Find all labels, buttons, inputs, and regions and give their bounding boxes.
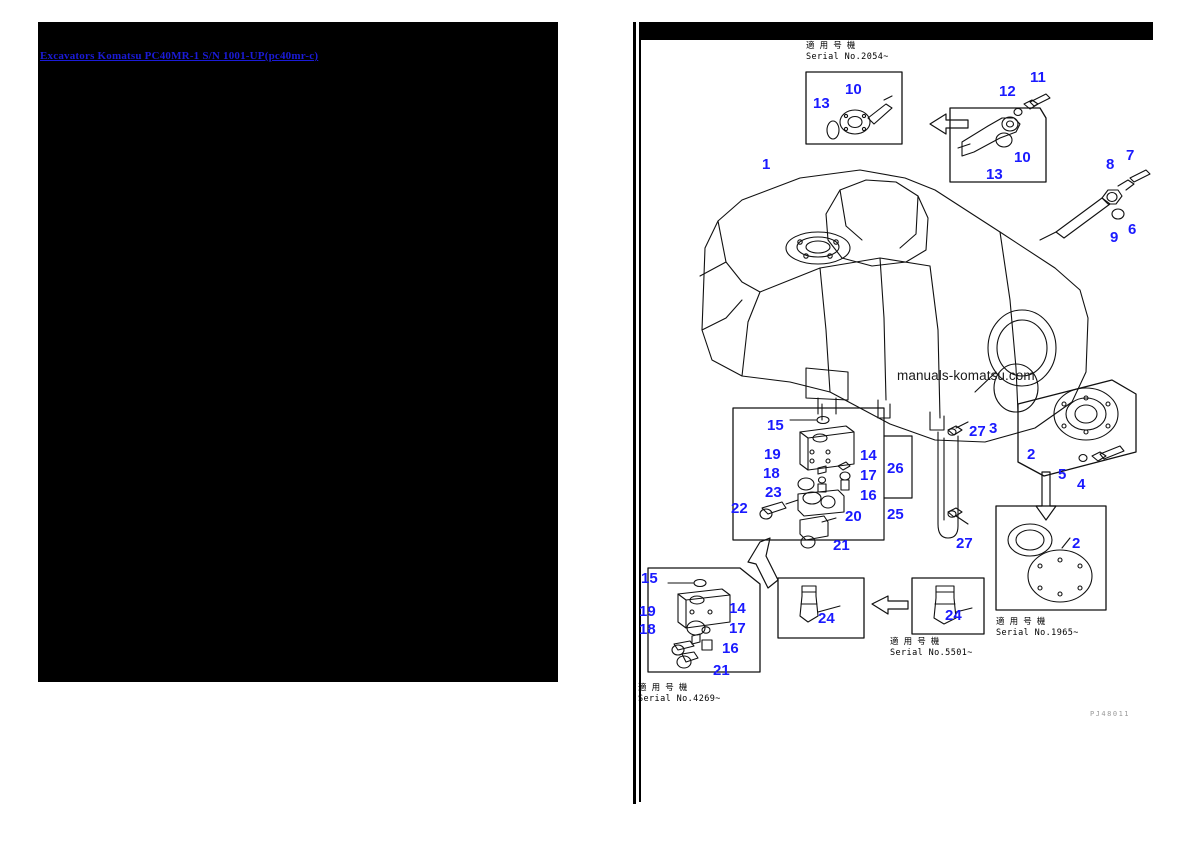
- callout-27-bottom: 27: [956, 535, 973, 552]
- serial-note-jp-5501: 適 用 号 機: [890, 637, 941, 647]
- callout-1: 1: [762, 156, 771, 173]
- callout-4: 4: [1077, 476, 1086, 493]
- callout-24-left: 24: [818, 610, 835, 627]
- callout-20: 20: [845, 508, 862, 525]
- callout-18-center: 18: [763, 465, 780, 482]
- serial-note-jp-4269: 適 用 号 機: [638, 683, 689, 693]
- watermark: manuals-komatsu.com: [897, 368, 1035, 383]
- serial-note-1965: Serial No.1965~: [996, 628, 1079, 638]
- callout-14-inset: 14: [729, 600, 746, 617]
- callout-19-inset: 19: [639, 603, 656, 620]
- serial-note-4269: Serial No.4269~: [638, 694, 721, 704]
- callout-7: 7: [1126, 147, 1135, 164]
- callout-15-center: 15: [767, 417, 784, 434]
- callout-14-center: 14: [860, 447, 877, 464]
- serial-note-5501: Serial No.5501~: [890, 648, 973, 658]
- callout-16-center: 16: [860, 487, 877, 504]
- frame-left-rule: [633, 22, 636, 804]
- callout-10-machine: 10: [1014, 149, 1031, 166]
- callout-19-center: 19: [764, 446, 781, 463]
- callout-10-inset: 10: [845, 81, 862, 98]
- left-black-panel: [38, 22, 558, 682]
- callout-13-machine: 13: [986, 166, 1003, 183]
- page-title-link[interactable]: Excavators Komatsu PC40MR-1 S/N 1001-UP(…: [40, 50, 319, 62]
- callout-18-inset: 18: [639, 621, 656, 638]
- diagram-panel: [633, 22, 1153, 804]
- callout-16-inset: 16: [722, 640, 739, 657]
- callout-23: 23: [765, 484, 782, 501]
- callout-3: 3: [989, 420, 998, 437]
- serial-note-2054: Serial No.2054~: [806, 52, 889, 62]
- callout-17-inset: 17: [729, 620, 746, 637]
- callout-2-inset: 2: [1072, 535, 1081, 552]
- callout-21-inset: 21: [713, 662, 730, 679]
- callout-21-center: 21: [833, 537, 850, 554]
- callout-17-center: 17: [860, 467, 877, 484]
- callout-15-inset: 15: [641, 570, 658, 587]
- frame-inner-left-rule: [639, 40, 641, 802]
- diagram-top-black-bar: [639, 22, 1153, 40]
- callout-25: 25: [887, 506, 904, 523]
- callout-27-top: 27: [969, 423, 986, 440]
- callout-2-flange: 2: [1027, 446, 1036, 463]
- serial-note-jp-2054: 適 用 号 機: [806, 41, 857, 51]
- callout-9: 9: [1110, 229, 1119, 246]
- serial-note-jp-1965: 適 用 号 機: [996, 617, 1047, 627]
- callout-26: 26: [887, 460, 904, 477]
- callout-24-right: 24: [945, 607, 962, 624]
- callout-11: 11: [1030, 69, 1046, 86]
- callout-13-inset: 13: [813, 95, 830, 112]
- corner-code: PJ48011: [1090, 710, 1131, 718]
- callout-12: 12: [999, 83, 1016, 100]
- callout-22: 22: [731, 500, 748, 517]
- callout-6: 6: [1128, 221, 1137, 238]
- callout-8: 8: [1106, 156, 1115, 173]
- callout-5: 5: [1058, 466, 1067, 483]
